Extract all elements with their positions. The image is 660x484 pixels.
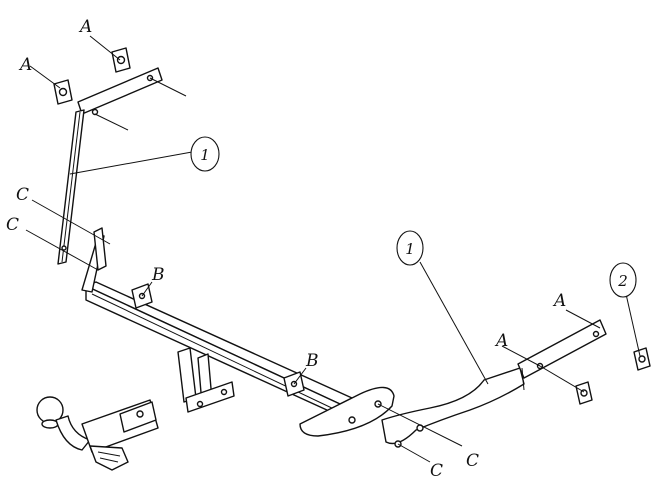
part-bubble-nut: 2 [609,262,637,298]
label-a-2: A [78,17,92,37]
label-a-3: A [494,331,508,351]
main-crossbar [81,227,395,437]
part-bubble-left: 1 [190,136,220,172]
right-bracket-plate [517,319,607,379]
label-c-3: C [466,451,479,471]
label-a-4: A [552,291,566,311]
mounting-plate [177,347,235,413]
square-nut-2 [633,347,651,371]
right-bracket [381,319,607,448]
left-bracket [57,67,163,265]
left-bracket-top-plate [77,67,163,115]
square-nut-a-left [53,79,73,105]
label-a-1: A [18,55,32,75]
leader-lines [25,35,641,463]
square-nut-right-lower [575,381,593,405]
tow-ball-lock-handle [89,445,129,471]
label-b-2: B [305,351,319,371]
tow-ball-assembly [36,396,159,471]
svg-text:1: 1 [200,146,210,164]
svg-text:2: 2 [617,272,628,290]
crossbar-top-face [85,281,353,405]
label-b-1: B [151,265,165,285]
svg-text:1: 1 [405,240,415,258]
square-nut-a-right [111,47,131,73]
label-c-4: C [430,461,443,481]
label-c-1: C [16,185,29,205]
label-c-2: C [6,215,19,235]
crossbar-right-end [299,386,395,437]
part-bubble-right: 1 [396,230,424,266]
right-bracket-arm [381,367,525,445]
